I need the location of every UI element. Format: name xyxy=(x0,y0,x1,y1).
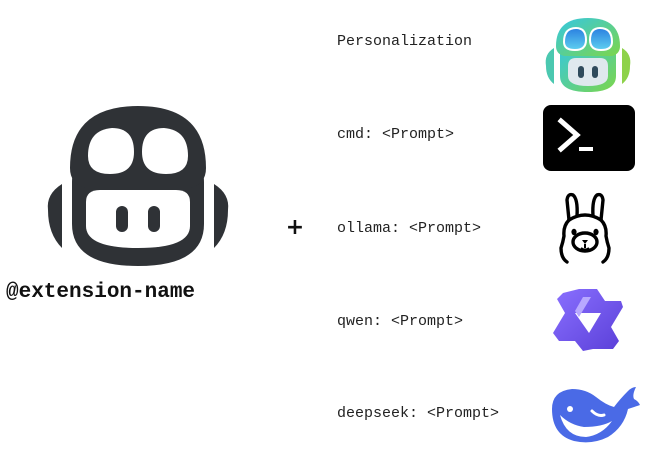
deepseek-whale-icon xyxy=(552,387,640,443)
item-label-deepseek: deepseek: <Prompt> xyxy=(337,405,500,422)
qwen-icon xyxy=(553,289,623,351)
copilot-goggles-logo-icon xyxy=(47,106,229,266)
ollama-llama-icon xyxy=(559,192,611,264)
item-label-personalization: Personalization xyxy=(337,33,473,50)
terminal-icon xyxy=(543,105,635,171)
item-label-ollama: ollama: <Prompt> xyxy=(337,220,482,237)
extension-name-label: @extension-name xyxy=(6,281,196,304)
copilot-color-icon xyxy=(545,18,631,92)
item-label-cmd: cmd: <Prompt> xyxy=(337,126,455,143)
plus-sign: + xyxy=(285,215,305,240)
item-label-qwen: qwen: <Prompt> xyxy=(337,313,464,330)
